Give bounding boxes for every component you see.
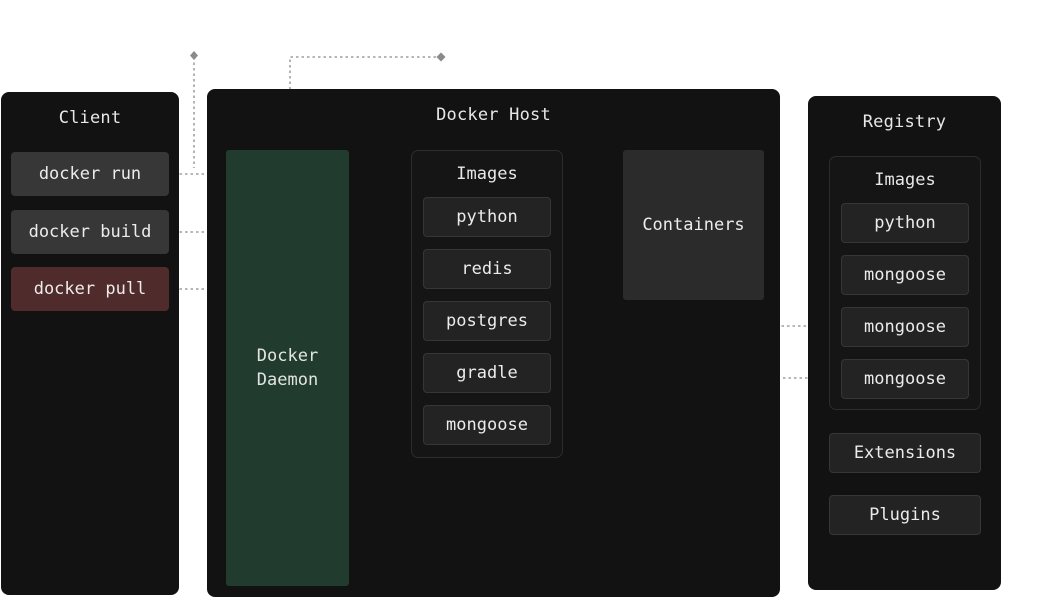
registry-image-mongoose-1[interactable]: mongoose <box>841 255 969 295</box>
host-images-title: Images <box>456 164 518 184</box>
docker-build-command[interactable]: docker build <box>11 210 169 254</box>
diamond-marker-daemon <box>436 52 446 62</box>
registry-image-python[interactable]: python <box>841 203 969 243</box>
containers-box[interactable]: Containers <box>623 150 764 300</box>
host-image-postgres[interactable]: postgres <box>423 301 551 341</box>
host-image-gradle[interactable]: gradle <box>423 353 551 393</box>
registry-title: Registry <box>862 112 947 132</box>
host-image-redis[interactable]: redis <box>423 249 551 289</box>
docker-run-command[interactable]: docker run <box>11 152 169 196</box>
docker-pull-command[interactable]: docker pull <box>11 267 169 311</box>
host-image-python[interactable]: python <box>423 197 551 237</box>
diamond-marker-client <box>190 51 198 60</box>
registry-images-title: Images <box>874 170 936 190</box>
docker-host-title: Docker Host <box>436 105 551 125</box>
docker-daemon[interactable]: Docker Daemon <box>226 150 349 586</box>
extensions-box[interactable]: Extensions <box>829 433 981 473</box>
registry-image-mongoose-3[interactable]: mongoose <box>841 359 969 399</box>
host-image-mongoose[interactable]: mongoose <box>423 405 551 445</box>
registry-image-mongoose-2[interactable]: mongoose <box>841 307 969 347</box>
plugins-box[interactable]: Plugins <box>829 495 981 535</box>
client-title: Client <box>58 108 122 128</box>
